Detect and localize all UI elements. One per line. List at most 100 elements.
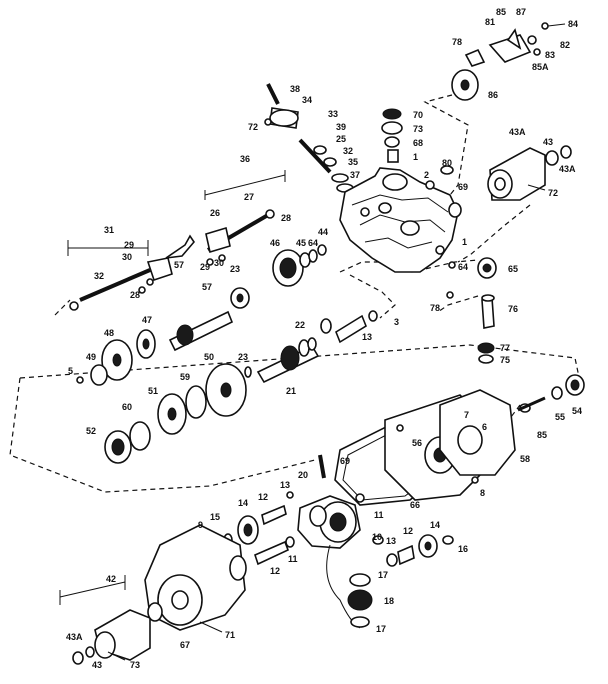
callout-label: 17 xyxy=(378,570,388,580)
callout-label: 67 xyxy=(180,640,190,650)
callout-label: 56 xyxy=(412,438,422,448)
callout-label: 32 xyxy=(94,271,104,281)
callout-label: 57 xyxy=(202,282,212,292)
callout-label: 31 xyxy=(104,225,114,235)
callout-label: 76 xyxy=(508,304,518,314)
callout-label: 73 xyxy=(413,124,423,134)
callout-label: 66 xyxy=(410,500,420,510)
callout-label: 82 xyxy=(560,40,570,50)
callout-label: 36 xyxy=(240,154,250,164)
callout-label: 85 xyxy=(537,430,547,440)
callout-label: 86 xyxy=(488,90,498,100)
callout-label: 37 xyxy=(350,170,360,180)
callout-label: 78 xyxy=(452,37,462,47)
callout-label: 45 xyxy=(296,238,306,248)
callout-label: 6 xyxy=(482,422,487,432)
callout-label: 14 xyxy=(430,520,440,530)
callout-label: 85 xyxy=(496,7,506,17)
callout-label: 14 xyxy=(238,498,248,508)
callout-label: 3 xyxy=(394,317,399,327)
callout-label: 69 xyxy=(458,182,468,192)
callout-label: 13 xyxy=(386,536,396,546)
callout-label: 43A xyxy=(509,127,526,137)
callout-label: 20 xyxy=(298,470,308,480)
callout-label: 11 xyxy=(288,554,298,564)
callout-label: 50 xyxy=(204,352,214,362)
callout-label: 12 xyxy=(258,492,268,502)
bracket-assembly-top-right xyxy=(451,22,566,101)
callout-label: 59 xyxy=(180,372,190,382)
callout-label: 23 xyxy=(230,264,240,274)
callout-label: 28 xyxy=(281,213,291,223)
callout-label: 51 xyxy=(148,386,158,396)
callout-label: 73 xyxy=(130,660,140,670)
callout-label: 72 xyxy=(248,122,258,132)
callout-label: 13 xyxy=(280,480,290,490)
callout-label: 2 xyxy=(424,170,429,180)
callout-label: 7 xyxy=(464,410,469,420)
callout-label: 49 xyxy=(86,352,96,362)
callout-label: 26 xyxy=(210,208,220,218)
callout-label: 52 xyxy=(86,426,96,436)
callout-label: 43 xyxy=(543,137,553,147)
callout-label: 22 xyxy=(295,320,305,330)
callout-label: 23 xyxy=(238,352,248,362)
shift-fork-assemblies xyxy=(67,170,286,311)
gear-shaft-assembly xyxy=(76,244,497,464)
callout-label: 78 xyxy=(430,303,440,313)
callout-label: 87 xyxy=(516,7,526,17)
callout-label: 83 xyxy=(545,50,555,60)
callout-label: 75 xyxy=(500,355,510,365)
callout-label: 11 xyxy=(374,510,384,520)
callout-label: 12 xyxy=(270,566,280,576)
axle-housing-right xyxy=(487,145,572,201)
callout-label: 70 xyxy=(413,110,423,120)
callout-label: 30 xyxy=(122,252,132,262)
part-number-callouts: 84 87 81 82 83 85 85A 78 86 38 34 72 33 … xyxy=(66,7,582,670)
callout-label: 33 xyxy=(328,109,338,119)
callout-label: 38 xyxy=(290,84,300,94)
callout-label: 60 xyxy=(122,402,132,412)
callout-label: 8 xyxy=(480,488,485,498)
callout-label: 71 xyxy=(225,630,235,640)
transmission-housing xyxy=(339,108,462,273)
callout-label: 29 xyxy=(124,240,134,250)
callout-label: 9 xyxy=(198,520,203,530)
callout-label: 43A xyxy=(66,632,83,642)
callout-label: 17 xyxy=(376,624,386,634)
callout-label: 13 xyxy=(362,332,372,342)
callout-label: 46 xyxy=(270,238,280,248)
callout-label: 69 xyxy=(340,456,350,466)
callout-label: 81 xyxy=(485,17,495,27)
callout-label: 85A xyxy=(532,62,549,72)
shift-rod-assembly xyxy=(264,83,354,193)
cover-and-gaskets xyxy=(334,374,585,506)
callout-label: 16 xyxy=(458,544,468,554)
callout-label: 39 xyxy=(336,122,346,132)
callout-label: 64 xyxy=(308,238,318,248)
callout-label: 68 xyxy=(413,138,423,148)
callout-label: 34 xyxy=(302,95,312,105)
callout-label: 43A xyxy=(559,164,576,174)
callout-label: 42 xyxy=(106,574,116,584)
callout-label: 21 xyxy=(286,386,296,396)
assembly-guide-lines xyxy=(9,94,581,493)
callout-label: 1 xyxy=(462,237,467,247)
callout-label: 44 xyxy=(318,227,328,237)
callout-label: 64 xyxy=(458,262,468,272)
callout-label: 35 xyxy=(348,157,358,167)
callout-label: 12 xyxy=(403,526,413,536)
callout-label: 25 xyxy=(336,134,346,144)
callout-label: 57 xyxy=(174,260,184,270)
callout-label: 72 xyxy=(548,188,558,198)
callout-label: 27 xyxy=(244,192,254,202)
callout-label: 32 xyxy=(343,146,353,156)
callout-label: 65 xyxy=(508,264,518,274)
callout-label: 55 xyxy=(555,412,565,422)
callout-label: 30 xyxy=(214,258,224,268)
callout-label: 18 xyxy=(384,596,394,606)
axle-housing-left xyxy=(59,524,247,665)
callout-label: 77 xyxy=(500,343,510,353)
callout-label: 48 xyxy=(104,328,114,338)
callout-label: 10 xyxy=(372,532,382,542)
